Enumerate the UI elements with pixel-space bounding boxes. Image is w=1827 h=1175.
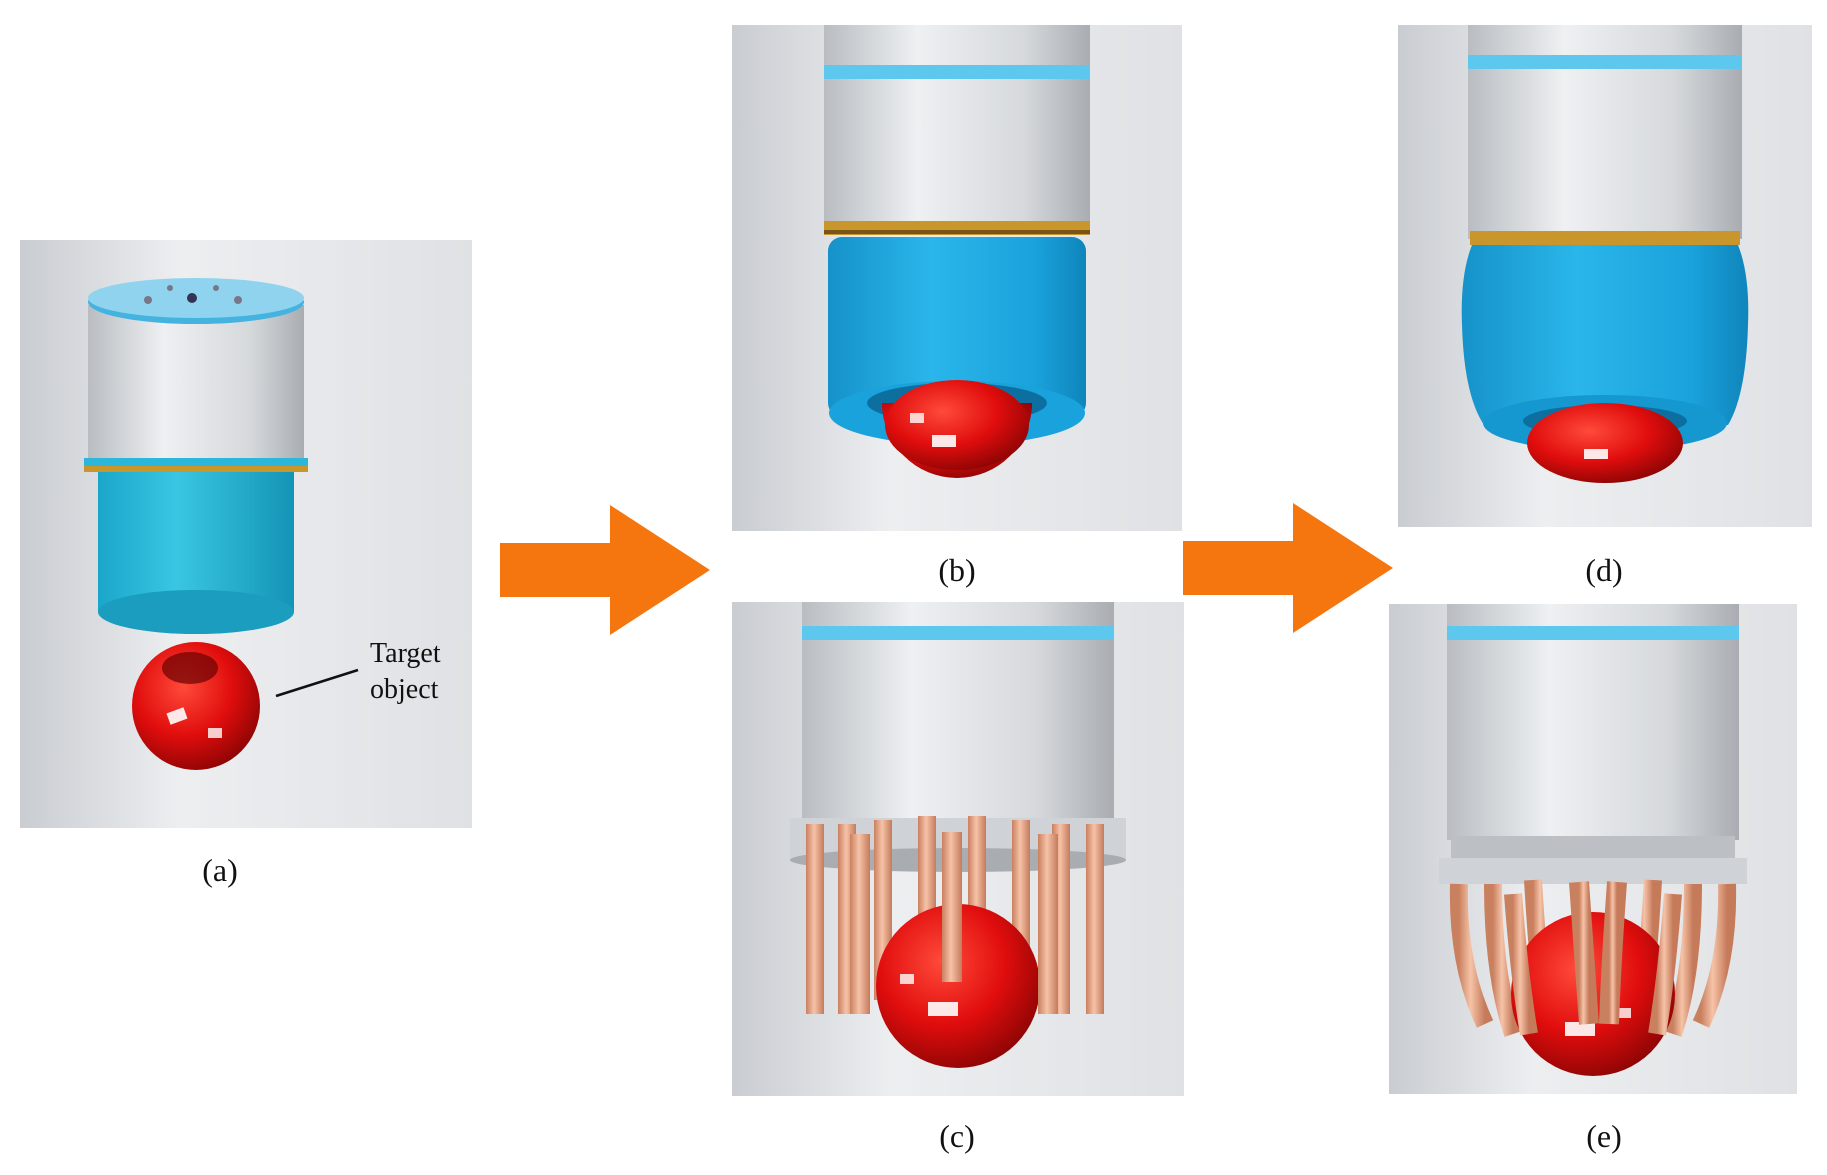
seal-ring [1470,231,1740,245]
rod-gripper-approach-view [732,602,1184,1096]
gripper-approach-view [732,25,1182,531]
panel-e [1389,604,1797,1094]
gray-housing [824,79,1090,229]
caption-a: (a) [202,852,238,888]
gripper-exploded-view [20,240,472,828]
arrow-right-icon [1183,503,1393,633]
gripper-grasp-view [1398,25,1812,527]
panel-b [732,25,1182,531]
rod-gripper-grasp-view [1389,604,1797,1094]
ball-icon [132,642,260,770]
annotation-line-1: Target [370,638,441,669]
gray-housing [88,305,304,460]
panel-c [732,602,1184,1096]
front-rods [1504,881,1682,1036]
soft-sleeve [98,472,294,612]
target-object-label: Target object [370,636,441,708]
arrow-right-icon [500,505,710,635]
front-rods [850,832,1058,1014]
caption-d: (d) [1585,552,1623,588]
panel-d [1398,25,1812,527]
gray-housing [1447,640,1739,840]
ball-icon [876,904,1040,1068]
ball-icon [882,380,1032,478]
gray-housing [1468,69,1742,239]
soft-sleeve [1461,245,1749,425]
panel-a [20,240,472,828]
leader-line [275,668,359,698]
caption-e: (e) [1586,1118,1622,1154]
caption-c: (c) [939,1118,975,1154]
soft-sleeve [828,237,1086,417]
annotation-line-2: object [370,674,439,705]
ball-icon [1527,403,1683,483]
gray-housing [802,640,1114,818]
caption-b: (b) [938,552,976,588]
